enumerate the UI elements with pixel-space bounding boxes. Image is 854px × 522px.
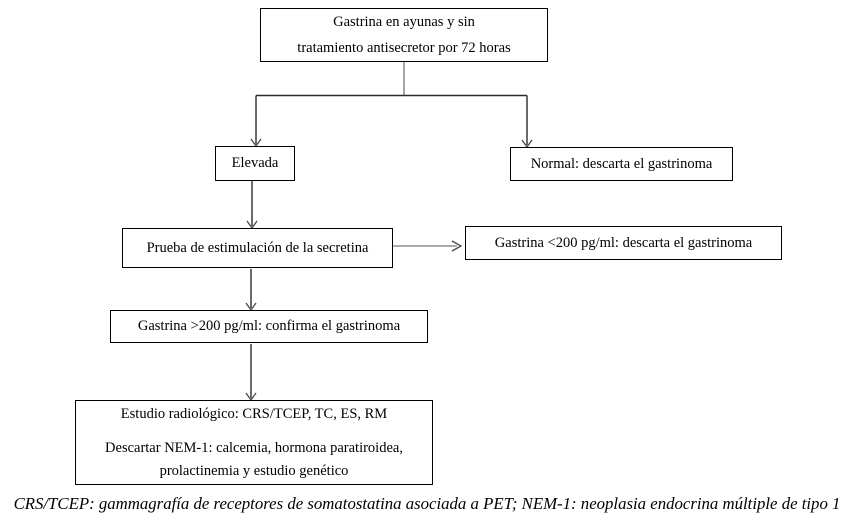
node-gastrin-over-200: Gastrina >200 pg/ml: confirma el gastrin…: [110, 310, 428, 343]
abbreviations-footnote: CRS/TCEP: gammagrafía de receptores de s…: [13, 494, 841, 513]
node-radiology-workup-line2: Descartar NEM-1: calcemia, hormona parat…: [105, 439, 403, 456]
arrowhead-secretina-icon: [246, 220, 258, 230]
node-fasting-gastrin-line1: Gastrina en ayunas y sin: [333, 14, 475, 30]
node-elevated: Elevada: [215, 146, 295, 181]
arrowhead-elevada-icon: [250, 138, 262, 148]
arrowhead-lt200-icon: [451, 240, 463, 252]
node-gastrin-over-200-label: Gastrina >200 pg/ml: confirma el gastrin…: [137, 318, 401, 334]
node-secretin-test: Prueba de estimulación de la secretina: [122, 228, 393, 268]
node-radiology-workup: Estudio radiológico: CRS/TCEP, TC, ES, R…: [75, 400, 433, 485]
node-normal-excludes-label: Normal: descarta el gastrinoma: [530, 155, 713, 172]
node-fasting-gastrin: Gastrina en ayunas y sin tratamiento ant…: [260, 8, 548, 62]
node-elevated-label: Elevada: [231, 155, 279, 171]
node-gastrin-under-200: Gastrina <200 pg/ml: descarta el gastrin…: [465, 226, 782, 260]
node-normal-excludes: Normal: descarta el gastrinoma: [510, 147, 733, 181]
arrowhead-normal-icon: [521, 139, 533, 149]
node-secretin-test-label: Prueba de estimulación de la secretina: [146, 239, 369, 256]
node-fasting-gastrin-line2: tratamiento antisecretor por 72 horas: [297, 40, 511, 56]
arrowhead-estudio-icon: [245, 392, 257, 402]
node-radiology-workup-line3: prolactinemia y estudio genético: [159, 462, 349, 479]
node-gastrin-under-200-label: Gastrina <200 pg/ml: descarta el gastrin…: [494, 234, 753, 251]
arrowhead-gt200-icon: [245, 302, 257, 312]
node-radiology-workup-line1: Estudio radiológico: CRS/TCEP, TC, ES, R…: [120, 405, 388, 422]
